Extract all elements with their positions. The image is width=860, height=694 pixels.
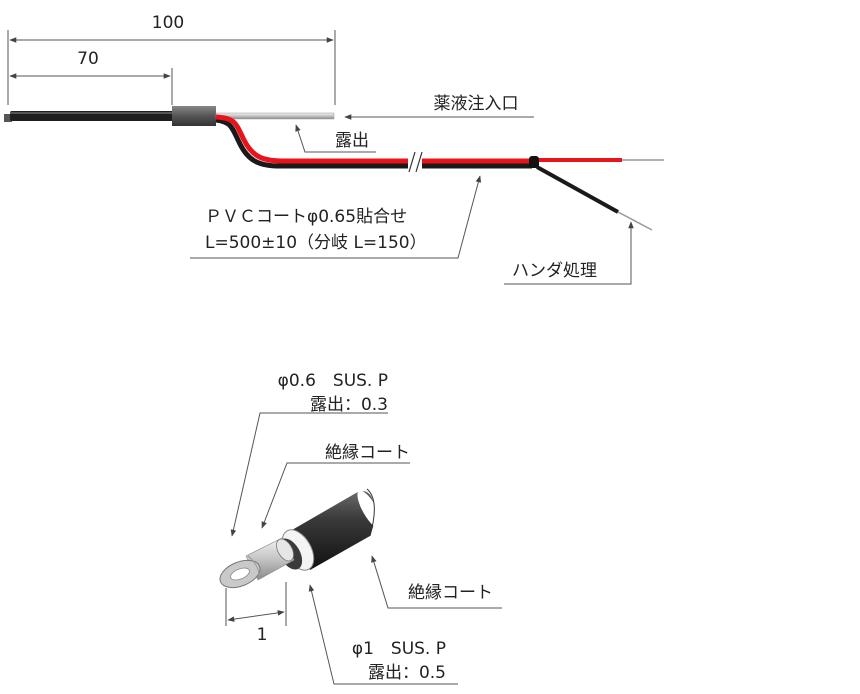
tip-closeup <box>219 488 383 589</box>
cable-length-label: L=500±10（分岐 L=150） <box>205 233 427 253</box>
probe-body <box>4 106 335 126</box>
inner-spec-label: φ0.6 SUS. P <box>278 371 388 391</box>
exposed-needle <box>215 112 335 120</box>
outer-exposed-label: 露出：0.5 <box>368 663 446 683</box>
dimension-tip <box>225 582 287 626</box>
inlet-label: 薬液注入口 <box>434 94 519 114</box>
exposed-label: 露出 <box>335 131 369 151</box>
dimension-inner-label: 70 <box>77 49 99 69</box>
twin-cable <box>215 114 664 231</box>
inner-exposed-label: 露出：0.3 <box>310 395 388 415</box>
coat-label-upper: 絶縁コート <box>325 443 410 463</box>
solder-label: ハンダ処理 <box>512 261 597 281</box>
dimension-overall <box>7 30 336 105</box>
cable-spec-label: ＰＶＣコートφ0.65貼合せ <box>205 207 407 227</box>
dimension-inner <box>9 68 173 105</box>
coat-label-lower: 絶縁コート <box>408 583 493 603</box>
dimension-tip-label: 1 <box>257 625 268 645</box>
dimension-overall-label: 100 <box>152 13 184 33</box>
outer-spec-label: φ1 SUS. P <box>352 639 446 659</box>
sleeve <box>172 106 216 126</box>
